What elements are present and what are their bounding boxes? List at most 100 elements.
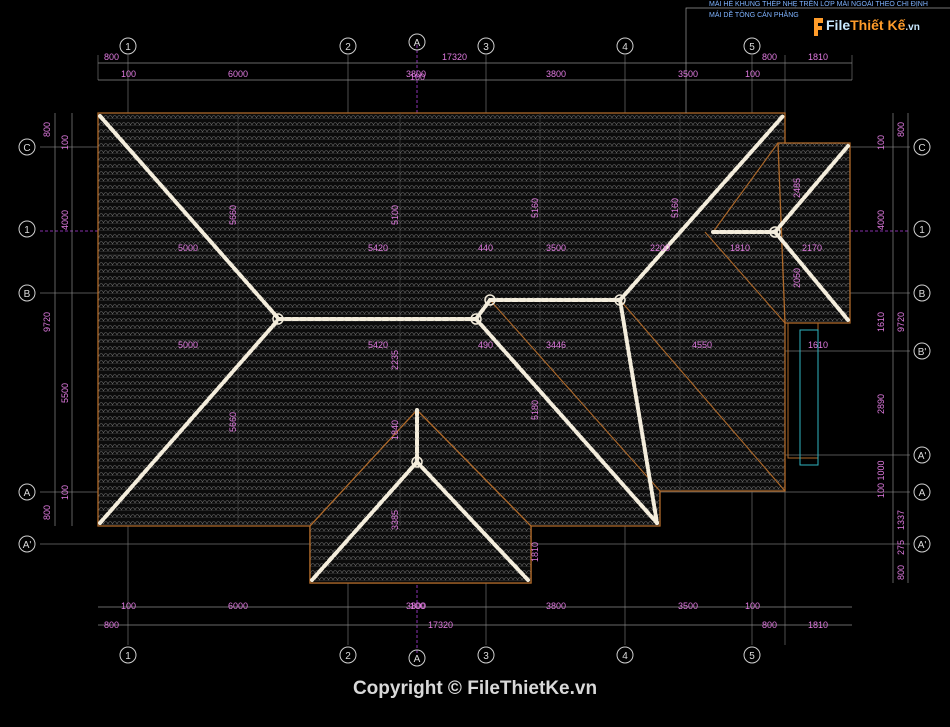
dim-bottom: 800 — [104, 620, 119, 630]
grid-label-right: A — [919, 488, 926, 499]
grid-label-bottom: 3 — [483, 651, 489, 662]
grid-label-right: A' — [918, 451, 927, 462]
dim-left: 100 — [60, 135, 70, 150]
dim-right: 1610 — [876, 312, 886, 332]
dim-left: 4000 — [60, 210, 70, 230]
dim-bottom: 800 — [762, 620, 777, 630]
dim-top: 3500 — [678, 69, 698, 79]
logo-text-file: File — [826, 17, 851, 33]
dim-inner: 5420 — [368, 340, 388, 350]
dim-inner: 2235 — [390, 350, 400, 370]
dim-inner: 440 — [478, 243, 493, 253]
inner-dimensions: 5000 5420 440 3500 2200 1810 2170 5000 5… — [178, 178, 828, 562]
grid-label-bottom: 2 — [345, 651, 351, 662]
filethietke-logo: FileThiết Kế.vn — [812, 14, 920, 44]
dim-inner: 5160 — [530, 198, 540, 218]
grid-label-top: 4 — [622, 42, 628, 53]
dim-inner: 1840 — [390, 420, 400, 440]
dim-inner: 2050 — [792, 268, 802, 288]
grid-label-left: A' — [23, 540, 32, 551]
grid-label-top: 5 — [749, 42, 755, 53]
dim-right: 275 — [896, 540, 906, 555]
dim-inner: 2170 — [802, 243, 822, 253]
dim-right: 800 — [896, 122, 906, 137]
dim-inner: 1810 — [530, 542, 540, 562]
grid-label-top: A — [414, 38, 421, 49]
dim-left: 800 — [42, 505, 52, 520]
grid-label-right: C — [918, 143, 925, 154]
grid-labels: 1 2 A 3 4 5 1 2 A 3 4 5 C 1 B A A' C 1 B… — [23, 38, 927, 665]
dim-total-bottom: 17320 — [428, 620, 453, 630]
grid-label-bottom: A — [414, 654, 421, 665]
dim-bottom: 3800 — [406, 601, 426, 611]
dim-top: 1810 — [808, 52, 828, 62]
grid-label-bottom: 1 — [125, 651, 131, 662]
front-gable-roof — [309, 409, 532, 584]
dim-right: 1337 — [896, 510, 906, 530]
dim-inner: 490 — [478, 340, 493, 350]
dim-left: 800 — [42, 122, 52, 137]
dim-inner: 5660 — [228, 205, 238, 225]
hip-ridges — [98, 114, 850, 582]
dim-left: 9720 — [42, 312, 52, 332]
logo-text-domain: .vn — [905, 22, 920, 33]
dim-top-small: 100 — [121, 69, 136, 79]
dim-top: 3800 — [546, 69, 566, 79]
dim-inner: 5000 — [178, 243, 198, 253]
dim-bottom-small: 100 — [121, 601, 136, 611]
grid-label-right: A' — [918, 540, 927, 551]
grid-label-left: A — [24, 488, 31, 499]
dim-bottom-small: 100 — [410, 601, 425, 611]
dim-bottom-small: 100 — [745, 601, 760, 611]
right-dimensions: 800 100 4000 1610 9720 2890 100 1000 133… — [876, 122, 906, 580]
dim-inner: 5100 — [390, 205, 400, 225]
dim-total-top: 17320 — [442, 52, 467, 62]
dim-inner: 5180 — [530, 400, 540, 420]
grid-label-top: 2 — [345, 42, 351, 53]
dim-top-small: 100 — [410, 72, 425, 82]
dim-bottom: 1810 — [808, 620, 828, 630]
dim-left: 5500 — [60, 383, 70, 403]
dim-inner: 2485 — [792, 178, 802, 198]
dim-left: 100 — [60, 485, 70, 500]
dim-inner: 2200 — [650, 243, 670, 253]
note-leader — [685, 7, 950, 113]
grid-label-bottom: 5 — [749, 651, 755, 662]
grid-label-right: B' — [918, 347, 927, 358]
drawing-notes: MÁI HẺ KHUNG THÉP NHẸ TRÊN LỚP MÁI NGOÀI… — [709, 0, 928, 19]
note-line-1: MÁI HẺ KHUNG THÉP NHẸ TRÊN LỚP MÁI NGOÀI… — [709, 0, 928, 8]
dim-top: 800 — [104, 52, 119, 62]
top-dimensions: 17320 800 6000 3800 3800 3500 800 1810 1… — [104, 52, 828, 82]
dim-right: 9720 — [896, 312, 906, 332]
side-stair — [787, 322, 819, 466]
dim-right: 2890 — [876, 394, 886, 414]
logo-text: FileThiết Kế.vn — [826, 17, 920, 33]
grid-label-top: 1 — [125, 42, 131, 53]
dim-inner: 5000 — [178, 340, 198, 350]
dimension-lines — [54, 62, 909, 626]
dim-right: 100 1000 — [876, 460, 886, 498]
roof-surfaces — [97, 112, 851, 584]
roof-edges — [489, 142, 786, 492]
grid-label-left: C — [23, 143, 30, 154]
logo-text-thietke: Thiết Kế — [850, 17, 906, 33]
dim-right: 800 — [896, 565, 906, 580]
grid-label-right: 1 — [919, 225, 925, 236]
grid-label-top: 3 — [483, 42, 489, 53]
right-wing-roof — [777, 142, 851, 324]
copyright-watermark: Copyright © FileThietKe.vn — [352, 678, 598, 699]
dim-top: 6000 — [228, 69, 248, 79]
dim-inner: 3446 — [546, 340, 566, 350]
dim-inner: 5160 — [670, 198, 680, 218]
grid-label-left: B — [24, 289, 31, 300]
dim-top-small: 100 — [745, 69, 760, 79]
grid-bubbles — [18, 33, 931, 667]
dim-inner: 3500 — [546, 243, 566, 253]
grid-label-bottom: 4 — [622, 651, 628, 662]
ridge-nodes — [272, 226, 781, 468]
left-dimensions: 800 100 4000 9720 5500 100 800 — [42, 122, 70, 520]
grid-label-right: B — [919, 289, 926, 300]
logo-mark-icon — [814, 18, 823, 36]
dim-inner: 5420 — [368, 243, 388, 253]
